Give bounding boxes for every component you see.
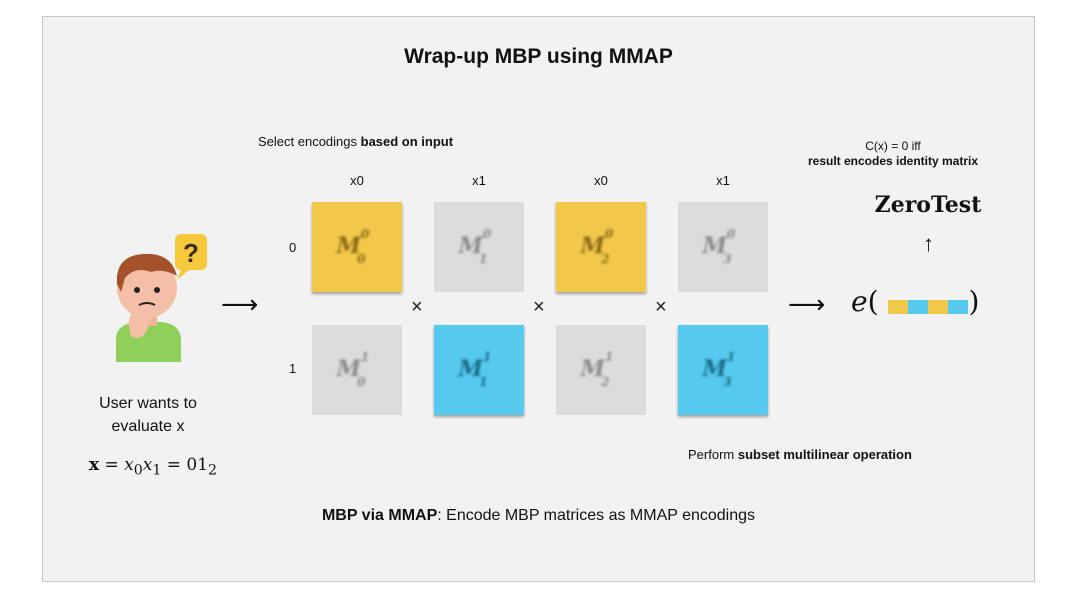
column-label: x1: [716, 173, 730, 188]
user-description: User wants to evaluate x: [73, 392, 223, 438]
matrix-cell: M10: [312, 325, 402, 415]
select-encodings-caption: Select encodings based on input: [258, 134, 453, 149]
slide: Wrap-up MBP using MMAP Select encodings …: [42, 16, 1035, 582]
perform-caption: Perform subset multilinear operation: [688, 447, 912, 462]
matrix-cell: M11: [434, 325, 524, 415]
matrix-symbol: M00: [336, 227, 370, 267]
column-label: x0: [350, 173, 364, 188]
condition-line: C(x) = 0 iff: [865, 139, 921, 153]
e-function-name: e: [851, 285, 868, 318]
user-text-line: evaluate x: [111, 418, 185, 435]
matrix-cell: M01: [434, 202, 524, 292]
perform-text: Perform: [688, 447, 738, 462]
formula-x: x: [88, 455, 100, 475]
encoding-segment: [928, 300, 948, 314]
up-arrow-icon: ↑: [923, 231, 934, 256]
matrix-symbol: M12: [580, 350, 614, 390]
input-formula: x = x0x1 = 012: [73, 455, 233, 478]
formula-sub1: 1: [152, 462, 162, 479]
footer-caption: MBP via MMAP: Encode MBP matrices as MMA…: [43, 507, 1034, 525]
matrix-cell: M03: [678, 202, 768, 292]
matrix-cell: M13: [678, 325, 768, 415]
right-arrow-icon: ⟶: [221, 289, 259, 319]
matrix-cell: M00: [312, 202, 402, 292]
matrix-cell: M12: [556, 325, 646, 415]
encoding-segment: [908, 300, 928, 314]
caption-text: Select encodings: [258, 134, 361, 149]
column-label: x0: [594, 173, 608, 188]
multilinear-map-expression: e(): [851, 285, 979, 318]
encoding-segment: [888, 300, 908, 314]
times-symbol: ×: [411, 296, 423, 318]
formula-eq: =: [99, 455, 125, 475]
formula-x1: x: [142, 455, 153, 475]
column-label: x1: [472, 173, 486, 188]
matrix-symbol: M11: [458, 350, 492, 390]
encoding-bar: [888, 300, 968, 314]
encoding-segment: [948, 300, 968, 314]
matrix-cell: M02: [556, 202, 646, 292]
times-symbol: ×: [655, 296, 667, 318]
matrix-symbol: M10: [336, 350, 370, 390]
matrix-symbol: M13: [702, 350, 736, 390]
close-paren: ): [968, 285, 980, 318]
condition-bold-line: result encodes identity matrix: [807, 154, 979, 168]
zerotest-label: ZeroTest: [874, 192, 982, 218]
thinking-person-icon: ?: [116, 234, 207, 362]
right-arrow-icon: ⟶: [788, 289, 826, 319]
footer-text: : Encode MBP matrices as MMAP encodings: [437, 507, 756, 524]
matrix-symbol: M02: [580, 227, 614, 267]
formula-sub0: 0: [133, 462, 143, 479]
formula-x0: x: [124, 455, 134, 475]
matrix-symbol: M01: [458, 227, 492, 267]
footer-bold-text: MBP via MMAP: [321, 507, 438, 524]
formula-value: = 01: [161, 455, 209, 475]
svg-text:?: ?: [183, 238, 199, 268]
row-label: 1: [289, 361, 297, 376]
caption-bold-text: based on input: [360, 134, 454, 149]
formula-base: 2: [208, 462, 218, 479]
matrix-symbol: M03: [702, 227, 736, 267]
perform-bold-text: subset multilinear operation: [737, 447, 912, 462]
user-text-line: User wants to: [99, 395, 197, 412]
times-symbol: ×: [533, 296, 545, 318]
open-paren: (: [867, 285, 879, 318]
row-label: 0: [289, 240, 297, 255]
slide-title: Wrap-up MBP using MMAP: [404, 45, 673, 68]
